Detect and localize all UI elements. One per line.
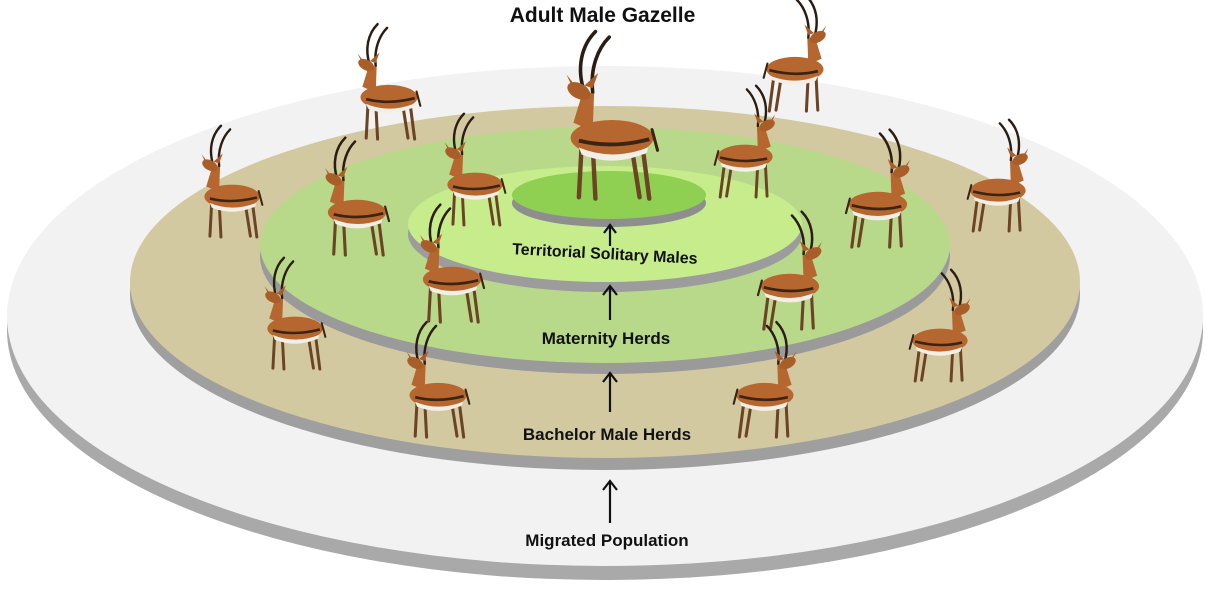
diagram-title: Adult Male Gazelle	[0, 4, 1205, 28]
ring-label-bachelor: Bachelor Male Herds	[523, 425, 691, 444]
ring-center-surface	[512, 171, 706, 219]
ring-label-maternity: Maternity Herds	[542, 329, 670, 348]
ring-label-migrated: Migrated Population	[525, 531, 688, 550]
ring-center	[512, 171, 706, 227]
